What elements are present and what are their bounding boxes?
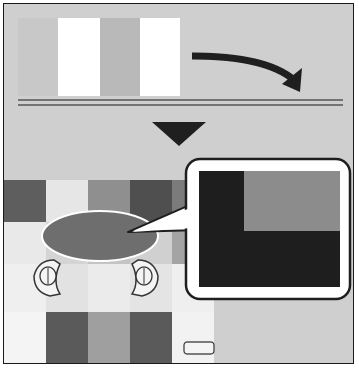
stripe-1 <box>18 18 58 96</box>
mosaic-tile <box>4 180 46 222</box>
lever-icon <box>184 342 214 354</box>
diagram-canvas <box>4 4 354 364</box>
down-triangle-icon <box>152 122 206 146</box>
steering-wheel-hub <box>42 211 158 261</box>
mosaic-tile <box>88 312 130 364</box>
curved-arrow-icon <box>192 56 302 92</box>
stripe-2 <box>58 18 100 96</box>
stripe-3 <box>100 18 140 96</box>
stripe-4 <box>140 18 180 96</box>
mosaic-tile <box>4 222 46 264</box>
mosaic-tile <box>4 312 46 364</box>
divider <box>18 100 343 105</box>
top-stripe-panel <box>18 18 180 96</box>
mosaic-tile <box>172 312 214 364</box>
mosaic-tile <box>130 312 172 364</box>
callout-display <box>186 159 350 299</box>
display-highlight-block <box>244 171 340 231</box>
diagram-frame <box>3 3 354 364</box>
mosaic-tile <box>88 264 130 312</box>
mosaic-tile <box>46 312 88 364</box>
